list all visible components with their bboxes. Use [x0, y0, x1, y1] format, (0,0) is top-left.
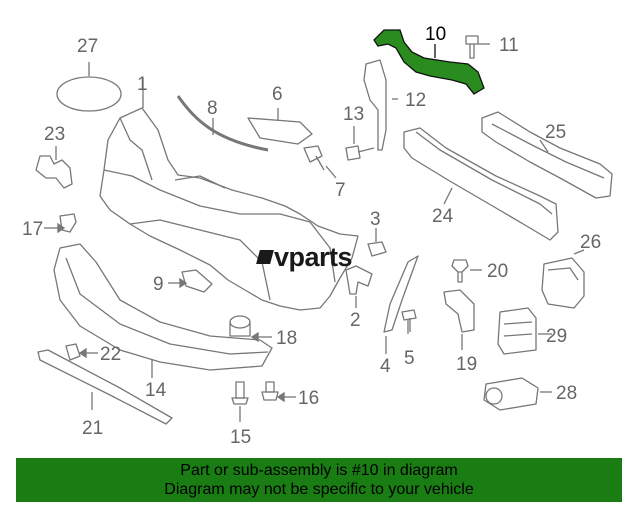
callout-14: 14	[145, 380, 167, 401]
part-25-impact-bar[interactable]	[481, 111, 613, 199]
part-5-clip[interactable]	[401, 309, 417, 334]
part-4-side-strip[interactable]	[383, 255, 419, 333]
part-3-clip[interactable]	[367, 241, 387, 257]
part-1-bumper-cover[interactable]	[99, 107, 359, 311]
callout-10: 10	[425, 24, 446, 45]
watermark-text: vparts	[274, 242, 353, 272]
callout-22: 22	[100, 344, 121, 365]
callout-9: 9	[153, 274, 164, 295]
info-banner: Part or sub-assembly is #10 in diagram D…	[16, 458, 622, 502]
callout-15: 15	[230, 427, 251, 448]
callout-12: 12	[405, 90, 426, 111]
callout-11: 11	[499, 35, 519, 56]
callout-29: 29	[546, 326, 567, 347]
callout-24: 24	[432, 206, 454, 227]
callout-28: 28	[556, 383, 577, 404]
callout-1: 1	[137, 74, 148, 95]
callout-21: 21	[82, 418, 103, 439]
callout-20: 20	[487, 261, 508, 282]
callout-7: 7	[335, 180, 346, 201]
callout-23: 23	[44, 124, 65, 145]
banner-line-part: Part or sub-assembly is #10 in diagram	[180, 462, 458, 479]
part-2-bracket[interactable]	[345, 265, 373, 295]
callout-18: 18	[276, 328, 297, 349]
callout-8: 8	[207, 98, 218, 119]
part-9-clip[interactable]	[181, 269, 213, 293]
part-18-sensor-holder[interactable]	[229, 315, 251, 337]
callout-4: 4	[380, 356, 391, 377]
logo-mark-icon	[256, 250, 274, 264]
part-29-sensor-bracket[interactable]	[497, 307, 537, 355]
part-14-lower-spoiler[interactable]	[53, 243, 273, 371]
callout-2: 2	[350, 310, 361, 331]
part-8-molding[interactable]	[176, 95, 269, 152]
callout-25: 25	[545, 122, 566, 143]
part-22-clip[interactable]	[65, 343, 81, 361]
part-23-bracket[interactable]	[35, 155, 73, 189]
part-15-bolt[interactable]	[231, 381, 249, 405]
part-21-lower-strip[interactable]	[37, 349, 173, 425]
part-12-bracket[interactable]	[363, 59, 387, 151]
part-27-emblem[interactable]	[56, 76, 122, 112]
callout-16: 16	[298, 388, 319, 409]
callout-27: 27	[77, 36, 98, 57]
vparts-watermark: vparts	[256, 242, 353, 273]
part-28-parking-sensor[interactable]	[483, 377, 539, 411]
part-6-trim[interactable]	[247, 117, 313, 145]
part-7-bolt[interactable]	[303, 145, 325, 171]
part-24-reinforcement[interactable]	[403, 127, 559, 241]
part-16-bolt[interactable]	[261, 381, 279, 401]
callout-5: 5	[404, 348, 415, 369]
callout-labels: 27 1 8 6 10 11 12 13 23 7 25 24 17 3 26 …	[22, 24, 601, 448]
part-10-bracket[interactable]	[373, 29, 485, 95]
part-20-clip[interactable]	[451, 259, 469, 283]
part-11-bolt[interactable]	[465, 35, 479, 59]
callout-17: 17	[22, 219, 43, 240]
callout-3: 3	[370, 209, 381, 230]
callout-13: 13	[343, 104, 364, 125]
callout-19: 19	[456, 354, 477, 375]
part-26-module[interactable]	[541, 257, 585, 309]
banner-line-disclaimer: Diagram may not be specific to your vehi…	[164, 481, 474, 498]
callout-6: 6	[272, 84, 283, 105]
part-13-bolt[interactable]	[345, 145, 375, 161]
parts-diagram: 27 1 8 6 10 11 12 13 23 7 25 24 17 3 26 …	[22, 24, 613, 448]
part-19-bracket[interactable]	[443, 289, 475, 333]
callout-26: 26	[580, 232, 601, 253]
